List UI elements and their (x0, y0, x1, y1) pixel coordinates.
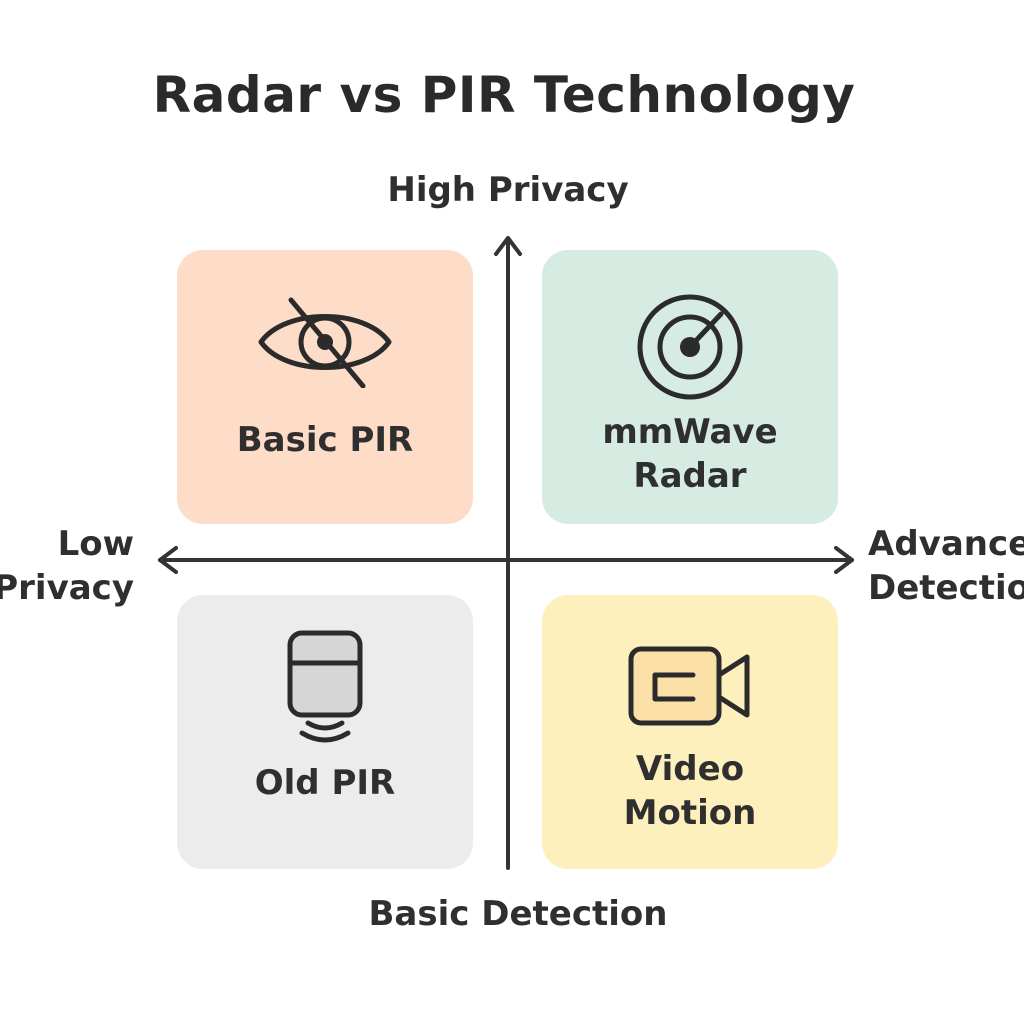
axis-label-basic-detection: Basic Detection (368, 894, 668, 934)
quadrant-label-video-motion: Video Motion (623, 749, 757, 833)
video-camera-icon (542, 641, 838, 731)
vertical-axis-arrowhead (494, 236, 522, 256)
axis-label-high-privacy: High Privacy (387, 170, 629, 210)
quadrant-label-old-pir: Old PIR (254, 763, 396, 803)
quadrant-mmwave-radar: mmWave Radar (542, 250, 838, 524)
left-arrowhead (158, 546, 178, 574)
quadrant-old-pir: Old PIR (177, 595, 473, 869)
axis-label-advanced-detection: Advanced Detection (868, 524, 1024, 608)
quadrant-video-motion: Video Motion (542, 595, 838, 869)
right-arrowhead (834, 546, 854, 574)
axis-label-low-privacy: Low Privacy (0, 524, 134, 608)
eye-slash-icon (177, 296, 473, 388)
quadrant-basic-pir: Basic PIR (177, 250, 473, 524)
quadrant-label-mmwave-radar: mmWave Radar (602, 412, 778, 496)
diagram-title: Radar vs PIR Technology (152, 66, 856, 124)
pir-sensor-icon (177, 627, 473, 745)
quadrant-label-basic-pir: Basic PIR (236, 420, 414, 460)
radar-icon (542, 292, 838, 402)
